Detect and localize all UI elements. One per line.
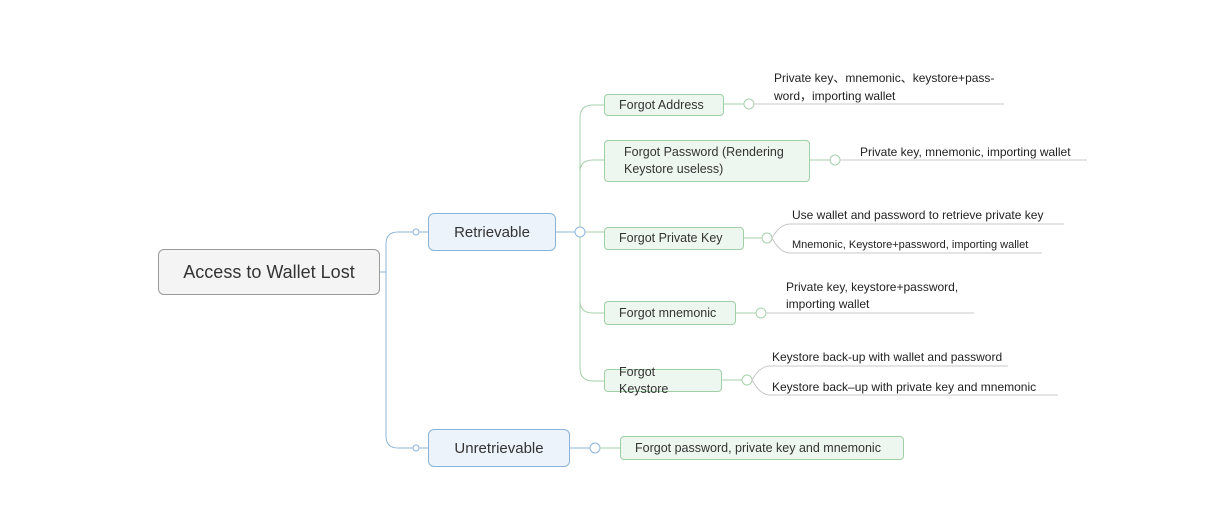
node-forgot-private-key-label: Forgot Private Key: [619, 231, 723, 245]
leaf-forgot-address-line2: word，importing wallet: [774, 89, 896, 103]
node-forgot-address-label: Forgot Address: [619, 97, 704, 112]
node-forgot-all[interactable]: Forgot password, private key and mnemoni…: [620, 436, 904, 460]
node-forgot-password[interactable]: Forgot Password (Rendering Keystore usel…: [604, 140, 810, 182]
leaf-forgot-keystore-1: Keystore back-up with wallet and passwor…: [772, 350, 1003, 364]
edge-dot: [412, 228, 420, 236]
node-retrievable-label: Retrievable: [454, 223, 530, 241]
leaf-forgot-address-line1: Private key、mnemonic、keystore+pass-: [774, 71, 995, 85]
leaf-forgot-password: Private key, mnemonic, importing wallet: [860, 145, 1071, 159]
leaf-forgot-mnemonic-line1: Private key, keystore+password,: [786, 280, 959, 294]
node-retrievable[interactable]: Retrievable: [428, 213, 556, 251]
node-unretrievable[interactable]: Unretrievable: [428, 429, 570, 467]
node-forgot-private-key[interactable]: Forgot Private Key: [604, 227, 744, 250]
collapse-toggle: [574, 226, 586, 238]
leaf-forgot-private-key-1: Use wallet and password to retrieve priv…: [792, 208, 1044, 222]
node-forgot-all-label: Forgot password, private key and mnemoni…: [635, 440, 881, 455]
node-forgot-keystore-label: Forgot Keystore: [619, 364, 669, 396]
node-forgot-mnemonic[interactable]: Forgot mnemonic: [604, 301, 736, 325]
node-forgot-mnemonic-label: Forgot mnemonic: [619, 305, 717, 320]
leaf-forgot-private-key-2: Mnemonic, Keystore+password, importing w…: [792, 239, 1029, 251]
edge-root-retrievable: [380, 231, 428, 273]
collapse-toggle: [589, 442, 601, 454]
node-unretrievable-label: Unretrievable: [454, 439, 544, 457]
node-forgot-password-label-line1: Forgot Password (Rendering: [624, 145, 784, 159]
edge-root-unretrievable: [385, 272, 428, 449]
root-node[interactable]: Access to Wallet Lost: [158, 249, 380, 295]
node-forgot-address[interactable]: Forgot Address: [604, 94, 724, 116]
node-forgot-password-label-line2: Keystore useless): [624, 162, 724, 176]
edge-dot: [412, 444, 420, 452]
node-forgot-keystore[interactable]: Forgot Keystore: [604, 365, 722, 396]
root-label: Access to Wallet Lost: [183, 261, 355, 282]
leaf-forgot-mnemonic-line2: importing wallet: [786, 297, 870, 311]
leaf-forgot-keystore-2: Keystore back–up with private key and mn…: [772, 380, 1037, 394]
